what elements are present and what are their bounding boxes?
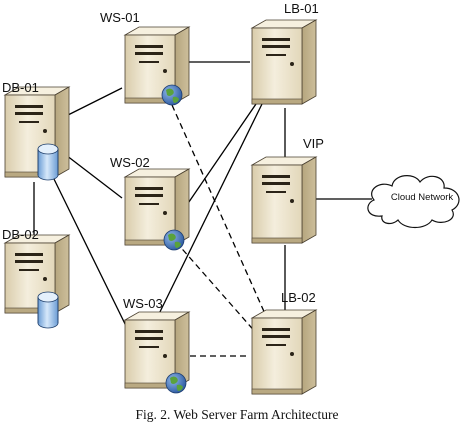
figure-caption: Fig. 2. Web Server Farm Architecture [136,407,339,422]
globe-icon [165,372,187,394]
globe-icon [163,229,185,251]
label-lb02: LB-02 [281,290,316,305]
link-db01-ws03 [51,174,129,331]
server-ws03 [123,311,191,389]
server-db02 [3,234,71,314]
nodes-layer [3,19,460,395]
link-db01-ws02 [61,151,123,199]
label-vip: VIP [303,136,324,151]
links-layer [33,61,372,357]
globe-icon [161,84,183,106]
database-icon [37,291,59,329]
server-db01 [3,86,71,178]
label-cloud-network: Cloud Network [391,192,454,203]
label-db02: DB-02 [2,227,39,242]
link-ws01-lb02-dashed [171,104,271,326]
link-ws02-lb01 [179,103,257,216]
label-lb01: LB-01 [284,1,319,16]
label-ws01: WS-01 [100,10,140,25]
server-ws01 [123,26,191,104]
label-ws02: WS-02 [110,155,150,170]
server-lb01 [250,19,318,105]
link-db01-ws01 [61,87,123,119]
server-lb02 [250,309,318,395]
server-vip [250,156,318,244]
database-icon [37,143,59,181]
link-ws02-lb02-dashed [175,241,259,336]
link-ws03-lb01 [154,103,263,323]
label-ws03: WS-03 [123,296,163,311]
label-db01: DB-01 [2,80,39,95]
labels-layer: WS-01 LB-01 DB-01 WS-02 VIP DB-02 WS-03 … [2,1,453,422]
cloud-network-icon [367,175,460,229]
